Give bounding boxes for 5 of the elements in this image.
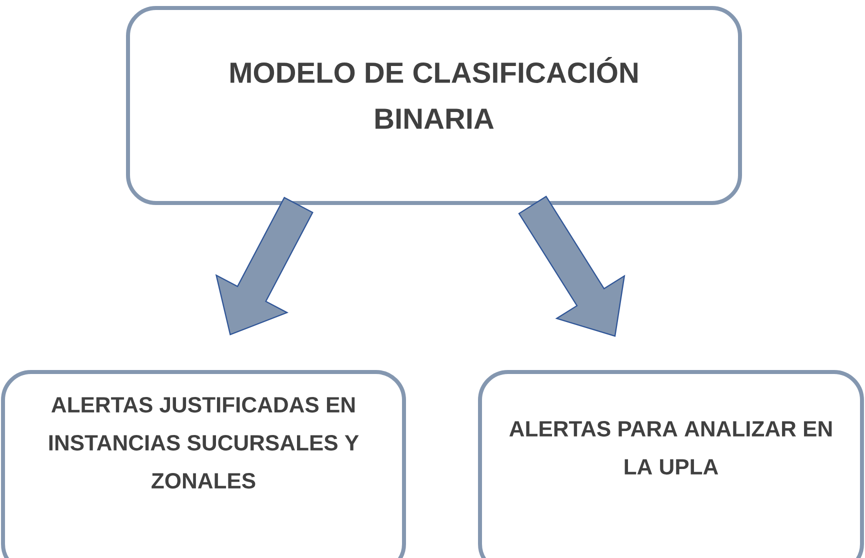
rounded-box: ALERTAS JUSTIFICADAS EN INSTANCIAS SUCURSALES Y ZONALES: [1, 370, 406, 558]
rounded-box: ALERTAS PARA ANALIZAR EN LA UPLA: [478, 370, 864, 558]
rounded-box: MODELO DE CLASIFICACIÓN BINARIA: [126, 6, 742, 205]
block-arrow: [518, 196, 626, 337]
block-arrow: [215, 196, 314, 336]
